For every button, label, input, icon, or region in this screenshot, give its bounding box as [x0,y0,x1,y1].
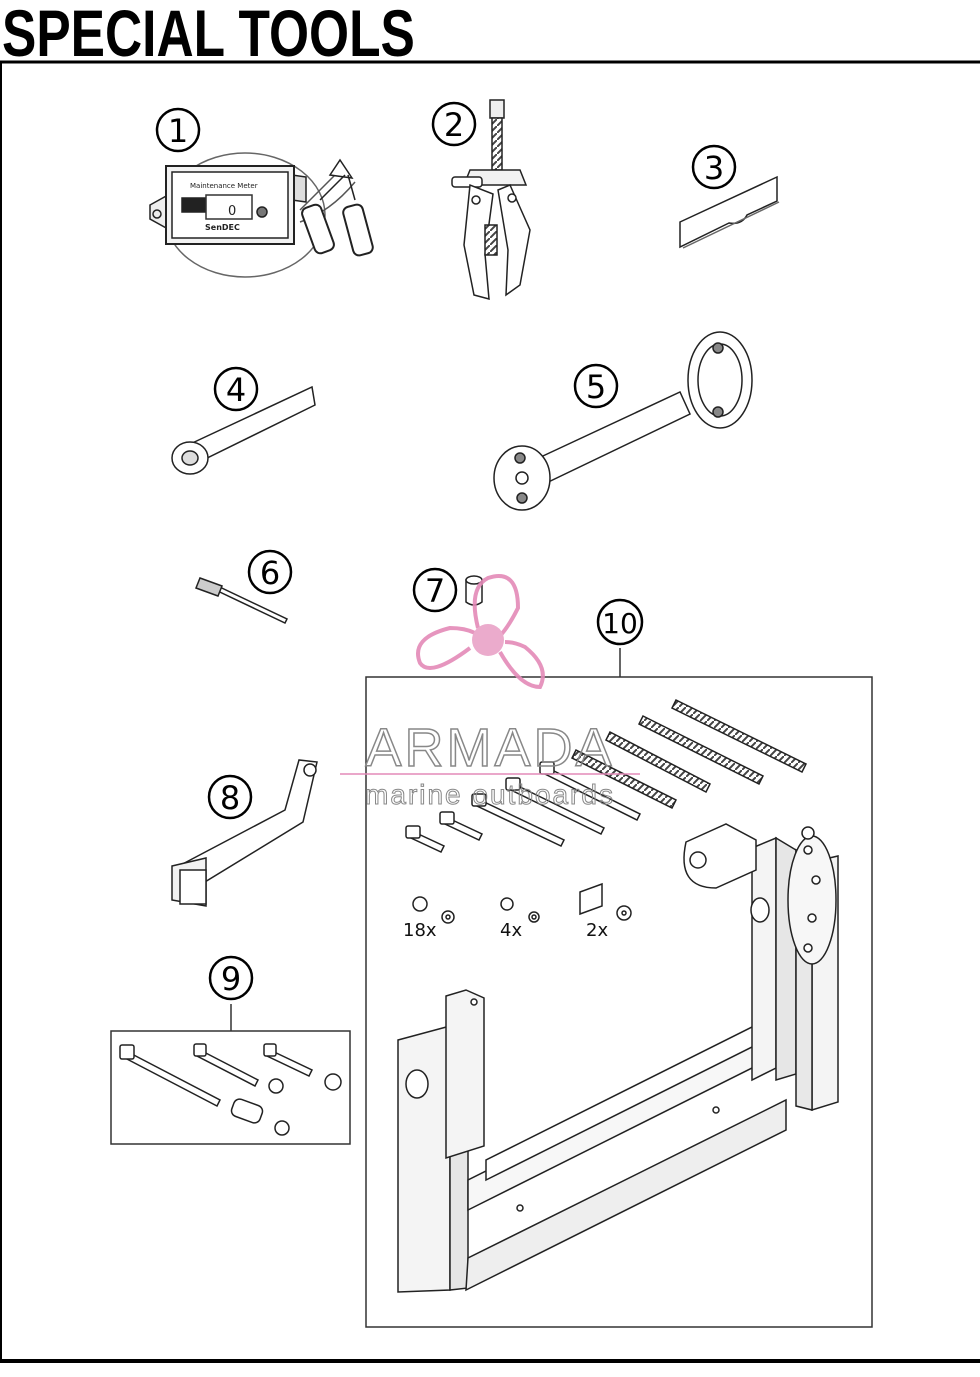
callout-6: 6 [247,549,293,595]
callout-1: 1 [155,107,201,153]
svg-text:5: 5 [586,368,606,406]
nuts-washers [412,882,632,924]
quantity-label-18x: 18x [403,920,437,941]
tool-8-crank-lever [171,759,318,907]
watermark-tagline: marine outboards [365,779,615,810]
callout-4: 4 [213,366,259,412]
svg-text:1: 1 [168,112,188,150]
meter-label-bottom: SenDEC [205,223,240,232]
tool-2-puller [451,99,531,301]
svg-text:3: 3 [704,149,724,187]
callout-8: 8 [207,774,253,820]
tool-9-bolt-kit [110,1004,351,1145]
callout-5: 5 [573,363,619,409]
meter-label-top: Maintenance Meter [190,182,258,190]
callout-9: 9 [208,955,254,1001]
tool-6-pin [195,577,289,624]
tool-5-flywheel-holder [493,331,753,511]
bolts [405,761,642,853]
callout-2: 2 [431,101,477,147]
armada-watermark: ARMADA marine outboards [340,574,640,811]
callout-3: 3 [691,144,737,190]
svg-text:7: 7 [425,572,445,610]
tool-4-pin-spanner [171,385,316,475]
svg-text:2: 2 [444,106,464,144]
quantity-label-2x: 2x [586,920,608,941]
tool-10-engine-stand [365,648,873,1328]
svg-text:4: 4 [226,371,246,409]
callout-10: 10 [596,598,644,646]
quantity-label-4x: 4x [500,920,522,941]
quantity-labels: 18x 4x 2x [403,920,608,941]
stand-frame [397,823,839,1293]
threaded-rods [570,698,808,810]
watermark-brand: ARMADA [365,718,614,778]
page-frame [0,60,980,1363]
tool-3-gauge-strip [679,175,780,249]
meter-display: 0 [228,204,236,219]
tool-1-maintenance-meter: Maintenance Meter 0 SenDEC [149,152,374,278]
propeller-logo [416,574,545,690]
page-title: SPECIAL TOOLS [2,0,415,70]
svg-text:9: 9 [221,960,241,998]
callouts: 1 2 3 4 5 6 7 [155,101,737,1001]
svg-text:6: 6 [260,554,280,592]
svg-text:8: 8 [220,779,240,817]
callout-7: 7 [412,567,458,613]
svg-text:10: 10 [602,607,638,640]
